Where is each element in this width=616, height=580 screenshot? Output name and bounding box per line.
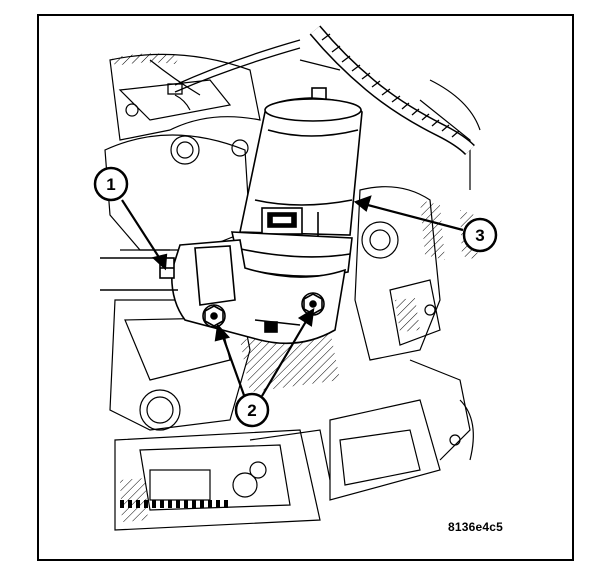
arrowhead-1 <box>151 253 168 271</box>
leader-2a <box>220 333 247 399</box>
arrowhead-2b <box>297 307 315 327</box>
callout-3: 3 <box>462 217 498 253</box>
callout-3-number: 3 <box>475 226 484 245</box>
leader-3 <box>363 202 464 232</box>
egr-valve <box>100 87 363 345</box>
callout-1: 1 <box>93 166 129 202</box>
callout-2: 2 <box>234 392 270 428</box>
leader-lines <box>121 195 464 399</box>
leader-2b <box>261 317 309 397</box>
wiring-harness <box>167 25 475 156</box>
engine-block-background <box>104 53 481 531</box>
callout-2-number: 2 <box>247 401 256 420</box>
gear-teeth <box>120 500 230 508</box>
arrowhead-3 <box>353 195 372 212</box>
leader-1 <box>121 199 163 263</box>
arrowhead-2a <box>214 323 231 342</box>
callout-1-number: 1 <box>106 175 115 194</box>
figure-id: 8136e4c5 <box>448 520 503 534</box>
